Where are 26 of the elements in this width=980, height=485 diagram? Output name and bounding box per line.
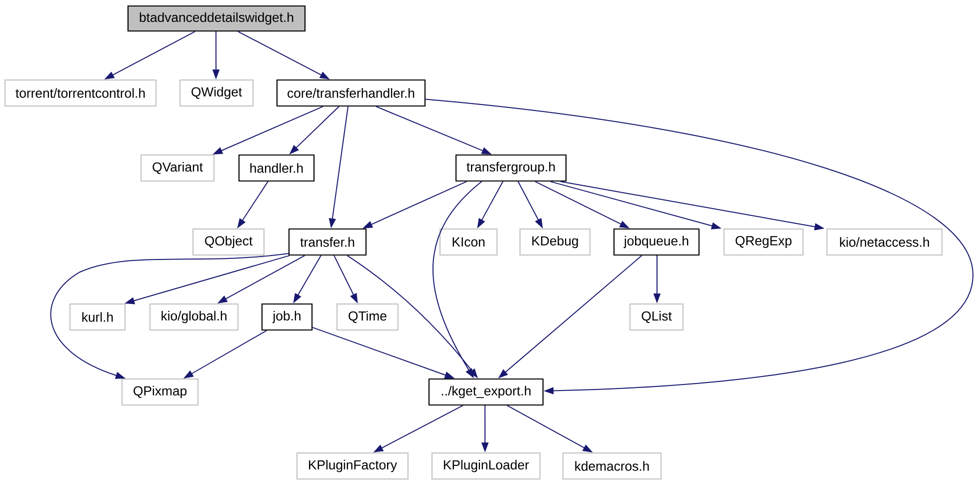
file-box: job.h [261, 303, 313, 331]
file-box: KPluginFactory [296, 452, 408, 480]
file-box: QVariant [140, 154, 214, 182]
file-box: KDebug [520, 228, 590, 256]
file-box: kurl.h [70, 304, 126, 330]
file-box: ../kget_export.h [428, 378, 544, 406]
file-box: btadvanceddetailswidget.h [127, 5, 306, 32]
arrow [50, 252, 289, 379]
file-box: torrent/torrentcontrol.h [4, 80, 156, 106]
file-box: transfergroup.h [455, 154, 567, 182]
file-box: QTime [336, 304, 398, 330]
file-box: QList [630, 304, 684, 330]
file-box: QObject [192, 228, 264, 256]
file-box: QRegExp [724, 228, 804, 256]
file-box: KIcon [440, 228, 498, 256]
file-box: QWidget [180, 80, 254, 106]
file-box: QPixmap [122, 378, 198, 406]
file-box: kio/global.h [150, 304, 238, 330]
file-box: transfer.h [288, 228, 367, 256]
file-box: handler.h [238, 154, 315, 182]
file-box: core/transferhandler.h [276, 79, 426, 107]
file-box: jobqueue.h [613, 228, 700, 256]
file-box: KPluginLoader [432, 452, 540, 480]
arrow [425, 98, 974, 394]
file-box: kdemacros.h [562, 452, 662, 480]
file-box: kio/netaccess.h [826, 228, 942, 256]
